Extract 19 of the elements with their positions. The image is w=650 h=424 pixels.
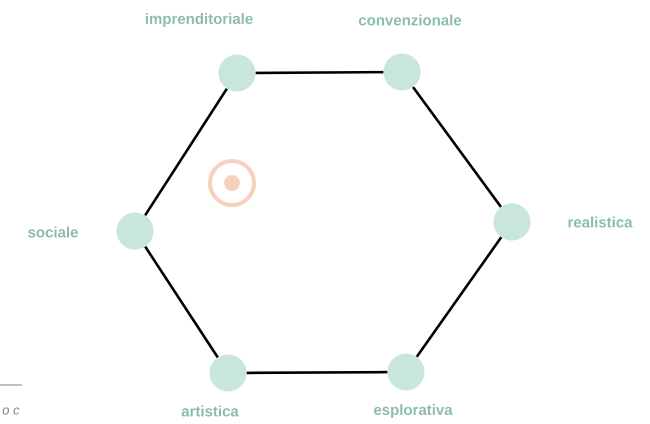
connector-line bbox=[144, 88, 228, 216]
connector-line bbox=[416, 236, 502, 358]
node-label: esplorativa bbox=[374, 404, 453, 418]
circle-node: realistica bbox=[494, 204, 633, 240]
circle-node: imprenditoriale bbox=[146, 13, 256, 92]
node-label: realistica bbox=[568, 216, 633, 228]
node-label: imprenditoriale bbox=[146, 13, 253, 27]
node-label: artistica bbox=[182, 406, 239, 417]
node-label: sociale bbox=[28, 226, 78, 238]
circle-node: convenzionale bbox=[358, 14, 462, 90]
circle-node: esplorativa bbox=[374, 354, 453, 418]
circle-node: artistica bbox=[182, 354, 246, 416]
circle-node: sociale bbox=[28, 212, 154, 250]
connector-line bbox=[246, 370, 388, 374]
connector-line bbox=[256, 70, 384, 74]
node-label: convenzionale bbox=[358, 14, 462, 26]
note-text: o c bbox=[2, 407, 20, 415]
connector-line bbox=[412, 86, 502, 208]
connector-line bbox=[144, 246, 219, 358]
